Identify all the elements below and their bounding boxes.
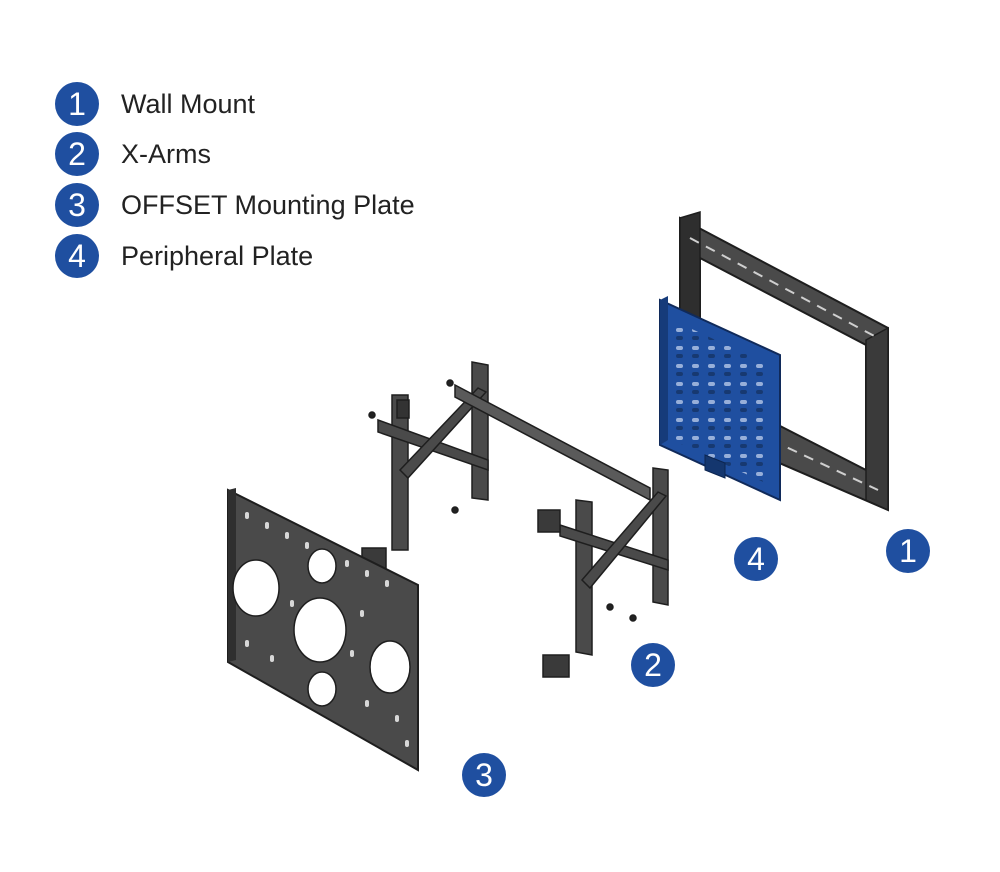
peripheral-plate <box>659 296 781 502</box>
legend-item-offset-mounting-plate: 3 OFFSET Mounting Plate <box>55 182 415 228</box>
x-arms <box>361 361 669 678</box>
legend-item-wall-mount: 1 Wall Mount <box>55 81 255 127</box>
offset-mounting-plate <box>227 488 419 772</box>
legend-badge: 1 <box>55 82 99 126</box>
legend-label: Wall Mount <box>121 88 256 119</box>
callout-wall-mount: 1 <box>886 529 930 573</box>
callout-mounting-plate: 3 <box>462 753 506 797</box>
legend-badge: 2 <box>55 132 99 176</box>
legend-item-peripheral-plate: 4 Peripheral Plate <box>55 233 313 279</box>
legend-label: X-Arms <box>121 138 211 169</box>
callout-peripheral-plate: 4 <box>734 537 778 581</box>
legend-item-x-arms: 2 X-Arms <box>55 131 211 177</box>
legend-label: OFFSET Mounting Plate <box>121 189 415 220</box>
callout-x-arms: 2 <box>631 643 675 687</box>
legend-label: Peripheral Plate <box>121 240 314 271</box>
legend-badge: 3 <box>55 183 99 227</box>
legend-badge: 4 <box>55 234 99 278</box>
